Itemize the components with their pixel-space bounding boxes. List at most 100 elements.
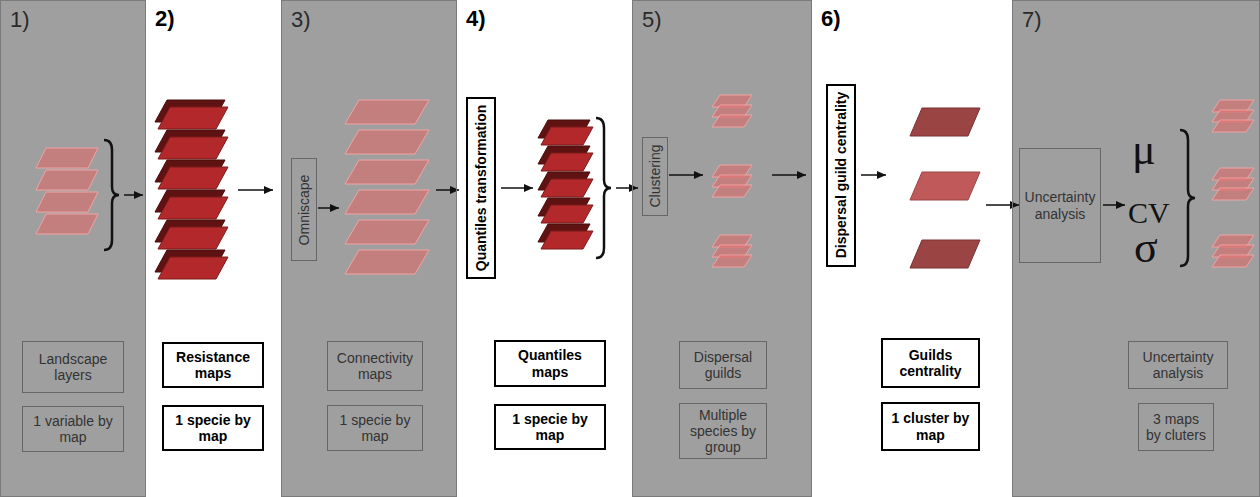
map-layer (158, 107, 228, 129)
panel-ground (1012, 0, 1260, 497)
step-panel: 1) Landscape layers 1 variable by map (0, 0, 146, 497)
info-box: 1 cluster by map (881, 402, 980, 451)
box-text: 1 cluster by map (888, 410, 973, 442)
statistic-symbol: CV (1128, 198, 1170, 228)
flow-arrow (238, 189, 273, 191)
process-box: Dispersal guild centrality (826, 84, 856, 267)
statistic-symbol: σ (1134, 226, 1158, 270)
info-box: 1 variable by map (22, 406, 124, 452)
info-box: Multiple species by group (679, 403, 767, 459)
map-layer (712, 185, 752, 197)
box-text: Clustering (647, 144, 663, 207)
map-layer (345, 250, 429, 274)
step-panel: 6) Dispersal guild centralityGuilds centr… (812, 0, 1012, 497)
map-layer (910, 240, 980, 268)
info-box: 3 maps by cluters (1138, 403, 1214, 451)
process-box: Omniscape (291, 158, 317, 261)
bracket (104, 140, 119, 250)
box-text: Connectivity maps (333, 350, 417, 382)
box-text: Quantiles transformation (473, 104, 489, 270)
map-layer (345, 220, 429, 244)
map-layer (158, 257, 228, 279)
flow-arrow (616, 187, 638, 189)
box-text: 1 specie by map (333, 412, 417, 444)
process-box: Clustering (642, 137, 668, 216)
map-layer (345, 130, 429, 154)
map-layer (541, 179, 593, 197)
flow-arrow (861, 174, 886, 176)
info-box: Quantiles maps (494, 340, 606, 387)
map-layer (910, 172, 980, 200)
step-number: 6) (821, 6, 841, 32)
step-number: 3) (291, 7, 311, 33)
box-text: Dispersal guilds (685, 349, 761, 381)
map-layer (910, 108, 980, 136)
flow-arrow (772, 174, 806, 176)
map-layer (158, 197, 228, 219)
map-layer (345, 100, 429, 124)
info-box: 1 specie by map (162, 405, 264, 451)
info-box: Uncertainty analysis (1019, 148, 1102, 263)
map-layer (345, 160, 429, 184)
box-text: 1 variable by map (28, 413, 118, 445)
panel-ground (632, 0, 812, 497)
map-layer (541, 127, 593, 145)
box-text: Multiple species by group (685, 407, 761, 455)
step-panel: 5) ClusteringDispersal guildsMultiple spe… (632, 0, 812, 497)
process-box: Quantiles transformation (466, 97, 496, 279)
box-text: 1 specie by map (169, 412, 257, 444)
box-text: Omniscape (296, 174, 312, 245)
map-layer (36, 170, 98, 190)
box-text: Uncertainty analysis (1025, 189, 1096, 221)
info-box: 1 specie by map (327, 405, 423, 451)
flow-arrow (1103, 204, 1125, 206)
step-panel: 3) OmniscapeConnectivity maps 1 specie by … (281, 0, 457, 497)
map-layer (1212, 255, 1254, 267)
bracket (1180, 130, 1195, 266)
box-text: 3 maps by cluters (1144, 411, 1208, 443)
box-text: Resistance maps (169, 349, 257, 381)
step-number: 2) (155, 6, 175, 32)
step-number: 4) (466, 6, 486, 32)
map-layer (541, 205, 593, 223)
map-layer (158, 137, 228, 159)
panel-ground (281, 0, 457, 497)
map-layer (36, 148, 98, 168)
step-number: 7) (1022, 7, 1042, 33)
step-panel: 2) Resistance maps 1 specie by map (146, 0, 281, 497)
info-box: Dispersal guilds (679, 341, 767, 389)
info-box: Landscape layers (22, 341, 124, 393)
step-panel: 4) Quantiles transformationQuantiles maps… (457, 0, 632, 497)
map-layer (1212, 188, 1254, 200)
map-layer (36, 192, 98, 212)
map-layer (158, 227, 228, 249)
info-box: Resistance maps (162, 342, 264, 388)
info-box: Connectivity maps (327, 341, 423, 391)
box-text: Dispersal guild centrality (833, 92, 849, 259)
map-layer (1212, 120, 1254, 132)
info-box: Guilds centrality (881, 338, 980, 388)
bracket (596, 118, 611, 258)
map-layer (712, 255, 752, 267)
info-box: Uncertainty analysis (1128, 341, 1228, 389)
map-layer (541, 153, 593, 171)
box-text: 1 specie by map (501, 411, 599, 443)
box-text: Landscape layers (28, 351, 118, 383)
box-text: Quantiles maps (501, 347, 599, 379)
map-layer (712, 115, 752, 127)
map-layer (541, 231, 593, 249)
info-box: 1 specie by map (494, 404, 606, 450)
panel-ground (0, 0, 146, 497)
map-layer (36, 214, 98, 234)
map-layer (345, 190, 429, 214)
step-number: 5) (642, 7, 662, 33)
flow-arrow (986, 204, 1019, 206)
flow-arrow (436, 189, 459, 191)
map-layer (158, 167, 228, 189)
statistic-symbol: μ (1132, 128, 1156, 172)
flow-arrow (318, 207, 339, 209)
flow-arrow (124, 194, 143, 196)
flow-arrow (669, 174, 703, 176)
step-number: 1) (10, 7, 30, 33)
box-text: Uncertainty analysis (1134, 349, 1222, 381)
